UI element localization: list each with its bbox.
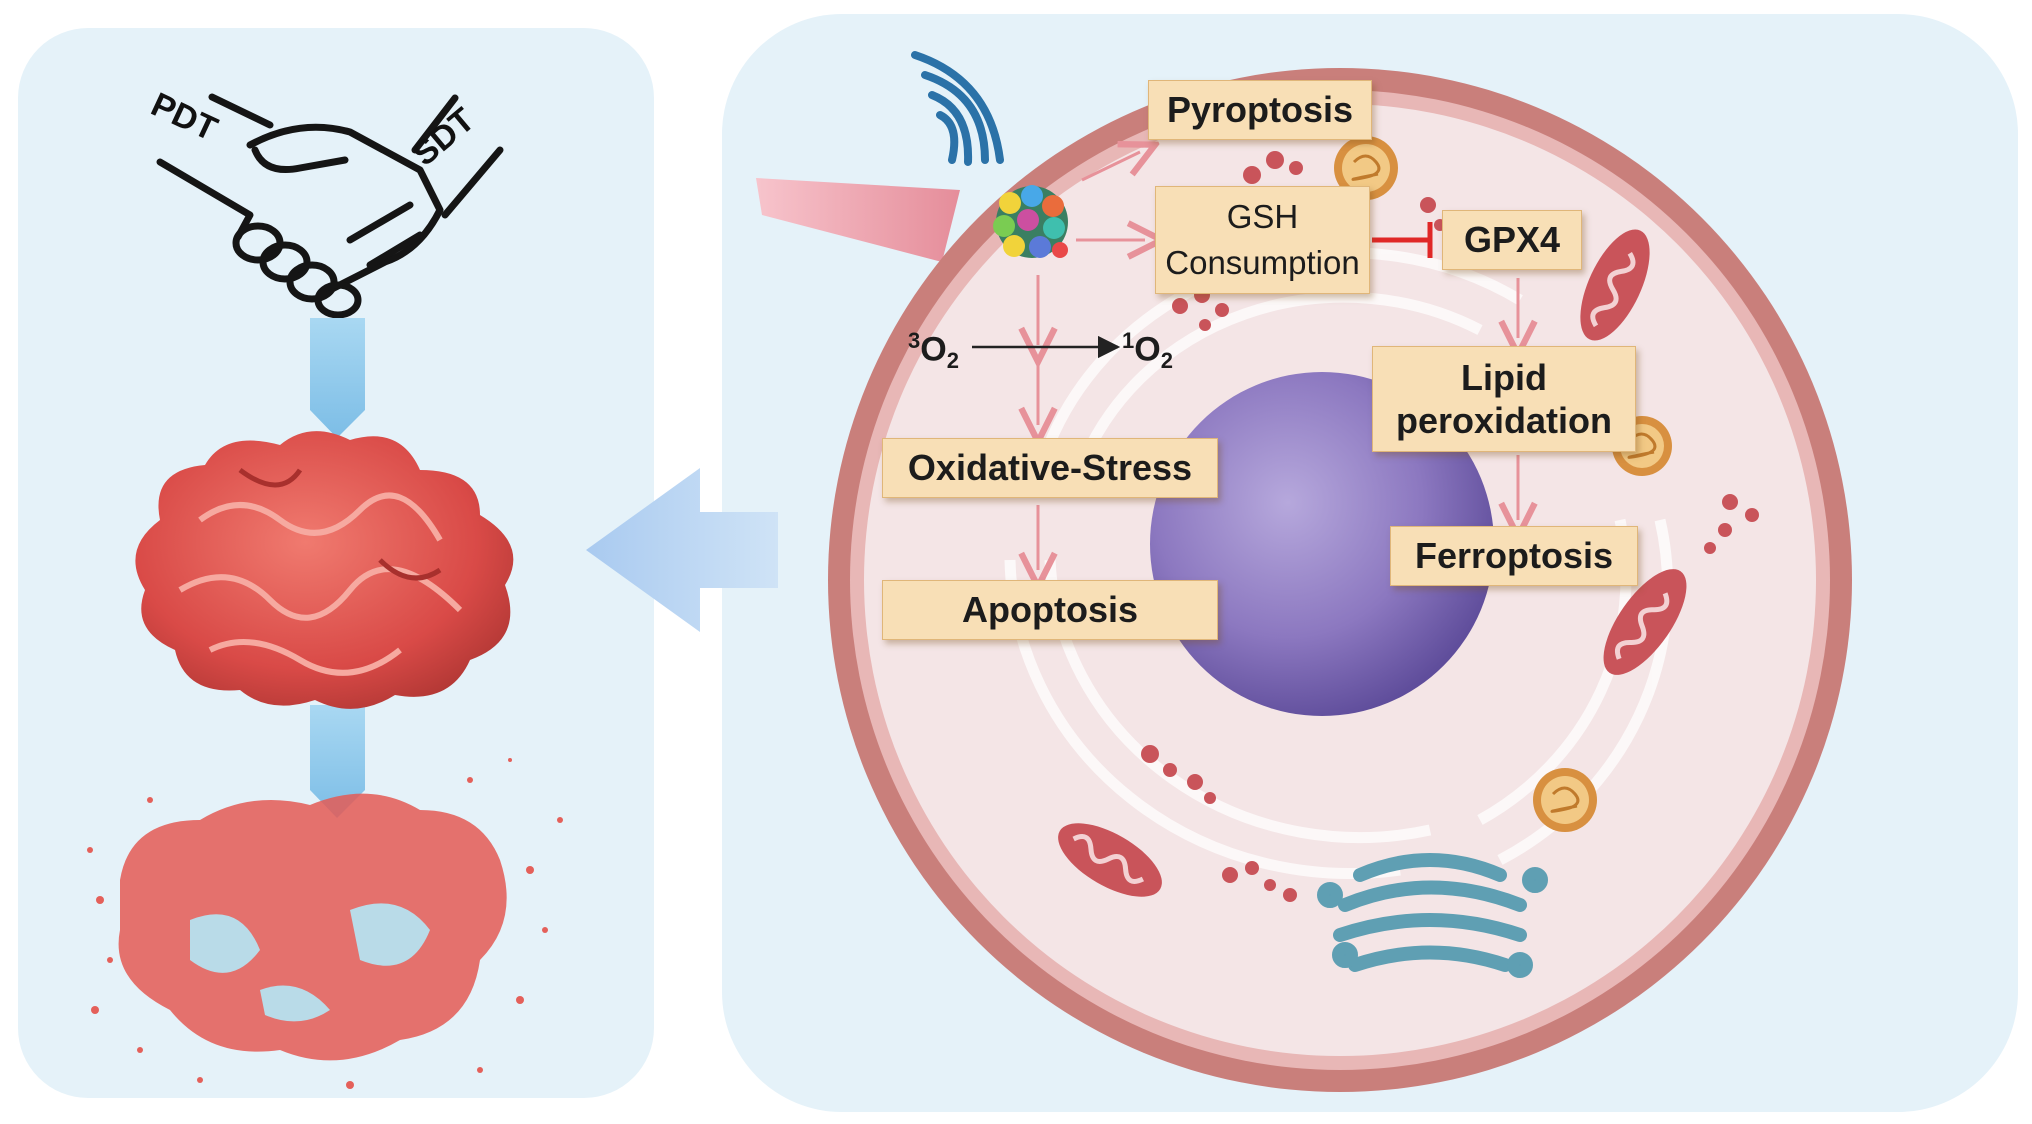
triplet-base: O — [920, 330, 947, 369]
apoptosis-box: Apoptosis — [882, 580, 1218, 640]
flow-arrow-down-1 — [310, 318, 365, 438]
lipid-peroxidation-box: Lipid peroxidation — [1372, 346, 1636, 452]
ferroptosis-box: Ferroptosis — [1390, 526, 1638, 586]
big-arrow-to-tumor — [586, 468, 778, 632]
gsh-label: GSH — [1226, 198, 1299, 236]
lipid-label: Lipid — [1461, 356, 1547, 398]
triplet-sub: 2 — [946, 348, 959, 374]
disintegrating-tumor-icon — [87, 758, 563, 1089]
pyroptosis-box: Pyroptosis — [1148, 80, 1372, 140]
handshake-icon — [156, 93, 504, 319]
ultrasound-beam — [756, 178, 960, 262]
flow-arrow-down-2 — [310, 705, 365, 818]
pathway-arrows — [1038, 152, 1518, 570]
tumor-icon — [135, 431, 514, 709]
mitochondria-icon — [1058, 229, 1687, 897]
gsh-consumption-box: GSH Consumption — [1155, 186, 1370, 294]
gpx4-box: GPX4 — [1442, 210, 1582, 270]
singlet-oxygen-label: 1O2 — [1122, 328, 1173, 374]
oxidative-stress-box: Oxidative-Stress — [882, 438, 1218, 498]
nucleus — [1150, 372, 1494, 716]
consumption-label: Consumption — [1165, 244, 1360, 281]
lysosome-icon — [1334, 136, 1672, 832]
singlet-base: O — [1134, 330, 1161, 369]
triplet-oxygen-label: 3O2 — [908, 328, 959, 374]
golgi-icon — [1317, 853, 1548, 978]
inhibition-connector — [1372, 222, 1433, 258]
singlet-sup: 1 — [1122, 328, 1135, 353]
singlet-sub: 2 — [1160, 348, 1173, 374]
triplet-sup: 3 — [908, 328, 921, 353]
peroxidation-label: peroxidation — [1395, 400, 1613, 441]
ultrasound-wave-icon — [911, 51, 1004, 166]
nanoparticle-icon — [993, 185, 1068, 258]
